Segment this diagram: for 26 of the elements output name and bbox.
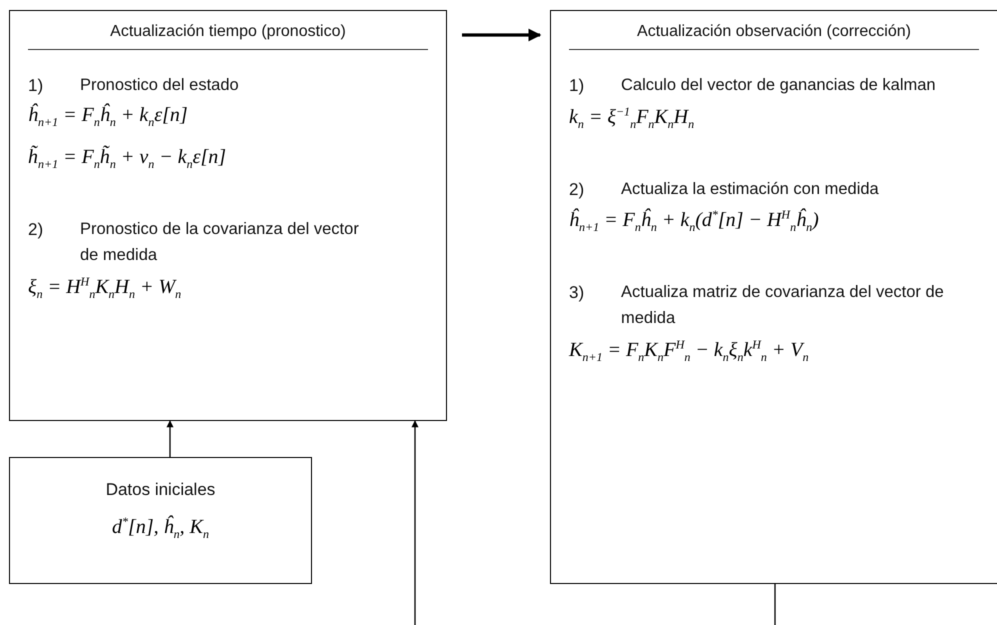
step-number: 2) [569, 180, 586, 201]
box-title: Datos iniciales [104, 480, 216, 500]
equation: ξ$_{n}$ = H$^{H}$$_{n}$K$_{n}$H$_{n}$ + W$_{n}$ [28, 274, 182, 302]
step-description: Actualiza matriz de covarianza del vector de medida [621, 282, 945, 330]
arrow [412, 420, 418, 625]
step-description: Calculo del vector de ganancias de kalman [621, 75, 936, 96]
equation: ĥ$_{n+1}$ = F$_{n}$ĥ$_{n}$ + k$_{n}$ε[n] [28, 104, 188, 130]
equation: h̃$_{n+1}$ = F$_{n}$h̃$_{n}$ + v$_{n}$ − k$_{n}$ε[n] [28, 146, 226, 172]
step-description: Pronostico del estado [80, 75, 239, 96]
step-description: Actualiza la estimación con medida [621, 178, 879, 200]
equation: k$_{n}$ = ξ$^{−1}$$_{n}$F$_{n}$K$_{n}$H$_{n}$ [569, 104, 694, 132]
equation: d$^{*}$[n], ĥ$_{n}$, K$_{n}$ [112, 514, 209, 542]
arrow [462, 28, 542, 42]
step-number: 2) [28, 220, 44, 241]
box-title: Actualización tiempo (pronostico) [28, 23, 428, 50]
step-number: 3) [569, 283, 586, 304]
step-description: Pronostico de la covarianza del vector de medida [80, 219, 360, 266]
box-title: Actualización observación (corrección) [569, 23, 979, 50]
arrow [166, 420, 174, 457]
process-box [9, 10, 447, 421]
step-number: 1) [28, 76, 44, 97]
step-number: 1) [569, 76, 586, 97]
equation: ĥ$_{n+1}$ = F$_{n}$ĥ$_{n}$ + k$_{n}$(d$^{*}$[n] − H$^{H}$$_{n}$ĥ$_{n}$) [569, 208, 819, 236]
equation: K$_{n+1}$ = F$_{n}$K$_{n}$F$^{H}$$_{n}$ − k$_{n}$ξ$_{n}$k$^{H}$$_{n}$ + V$_{n}$ [569, 337, 809, 365]
process-box [550, 10, 997, 584]
process-box [9, 457, 312, 584]
